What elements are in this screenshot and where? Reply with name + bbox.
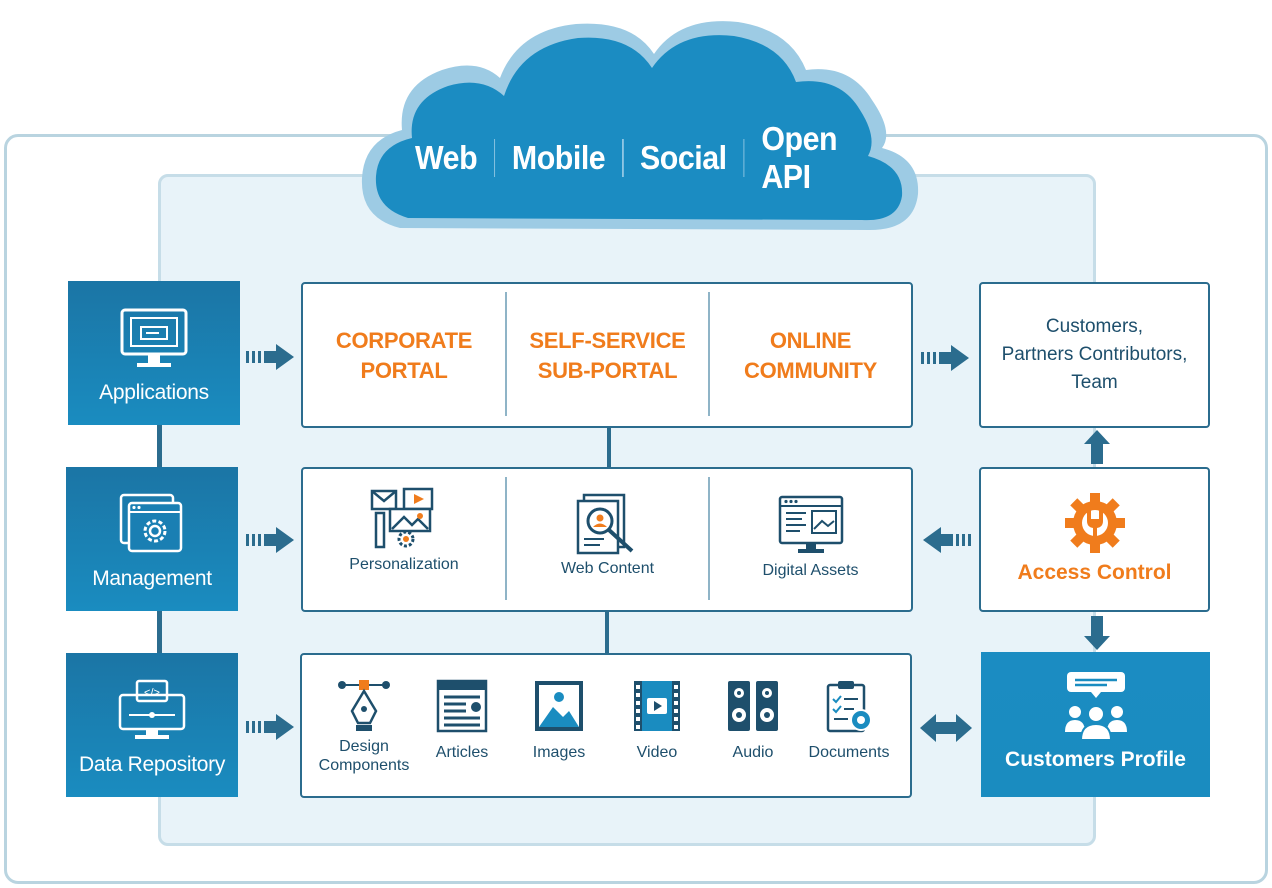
design-components-line2: Components — [318, 757, 410, 774]
svg-text:</>: </> — [144, 687, 160, 699]
digital-assets-icon — [778, 495, 843, 553]
settings-window-icon — [119, 493, 183, 553]
speakers-icon — [728, 681, 778, 731]
monitor-icon — [120, 308, 188, 367]
applications-box: Applications — [68, 281, 240, 425]
documents-icon — [826, 681, 872, 733]
customers-group-icon — [1064, 672, 1127, 741]
data-repository-box: </> Data Repository — [66, 653, 238, 797]
cloud-separator — [743, 139, 745, 177]
management-panel: Personalization Web Content — [301, 467, 913, 612]
article-icon — [436, 679, 488, 733]
self-service-line1: SELF-SERVICE — [529, 328, 686, 353]
web-content-item: Web Content — [507, 493, 708, 593]
corporate-portal-line1: CORPORATE — [335, 328, 473, 353]
cloud-label-mobile: Mobile — [511, 139, 606, 176]
design-components-item: Design Components — [316, 677, 412, 787]
access-control-label: Access Control — [1017, 561, 1172, 584]
cloud-channels: Web Mobile Social Open API — [415, 120, 875, 195]
arrow-up-to-audience — [1084, 430, 1110, 464]
arrow-down-to-profile — [1084, 616, 1110, 650]
images-item: Images — [512, 679, 606, 779]
management-box: Management — [66, 467, 238, 611]
online-community-line1: ONLINE — [769, 328, 852, 353]
documents-item: Documents — [800, 679, 898, 779]
digital-assets-item: Digital Assets — [710, 495, 911, 595]
cloud-label-open-api: Open API — [761, 120, 838, 195]
images-label: Images — [532, 744, 586, 761]
divider — [708, 292, 710, 416]
articles-label: Articles — [435, 744, 489, 761]
cloud-label-social: Social — [639, 139, 727, 176]
audience-box: Customers, Partners Contributors, Team — [979, 282, 1210, 428]
arrow-from-access-control — [923, 527, 971, 553]
divider — [708, 477, 710, 600]
image-icon — [535, 681, 583, 731]
corporate-portal-line2: PORTAL — [360, 358, 448, 383]
arrow-management — [246, 527, 294, 553]
gear-wrench-icon — [1064, 493, 1125, 553]
cloud-shape — [361, 21, 919, 230]
code-network-icon: </> — [118, 679, 186, 739]
video-label: Video — [636, 744, 678, 761]
arrow-to-audience — [921, 345, 969, 371]
personalization-icon — [370, 487, 434, 549]
personalization-label: Personalization — [349, 556, 459, 573]
audience-line2: Partners Contributors, — [1001, 344, 1188, 365]
personalization-item: Personalization — [303, 487, 505, 587]
cloud-separator — [621, 139, 624, 177]
documents-label: Documents — [808, 744, 890, 761]
divider — [505, 292, 507, 416]
data-repository-label: Data Repository — [78, 753, 226, 776]
digital-assets-label: Digital Assets — [762, 562, 859, 579]
arrow-data-repository — [246, 714, 294, 740]
data-panel: Design Components Articles Images — [300, 653, 912, 798]
self-service-line2: SUB-PORTAL — [537, 358, 678, 383]
web-content-label: Web Content — [560, 560, 655, 577]
articles-item: Articles — [416, 679, 508, 779]
online-community: ONLINE COMMUNITY — [710, 284, 911, 428]
audio-label: Audio — [732, 744, 774, 761]
center-connector-bottom — [605, 611, 609, 654]
portals-panel: CORPORATE PORTAL SELF-SERVICE SUB-PORTAL… — [301, 282, 913, 428]
customers-profile-label: Customers Profile — [1005, 748, 1186, 771]
audience-line1: Customers, — [1045, 316, 1144, 337]
arrow-applications — [246, 344, 294, 370]
online-community-line2: COMMUNITY — [744, 358, 877, 383]
audience-line3: Team — [1071, 372, 1118, 393]
applications-label: Applications — [99, 381, 209, 404]
center-connector-top — [607, 426, 611, 468]
audio-item: Audio — [706, 679, 800, 779]
web-content-icon — [576, 493, 633, 555]
arrow-double-data-profile — [920, 714, 972, 742]
corporate-portal: CORPORATE PORTAL — [303, 284, 505, 428]
access-control-box: Access Control — [979, 467, 1210, 612]
customers-profile-box: Customers Profile — [981, 652, 1210, 797]
video-icon — [634, 681, 680, 731]
cloud-separator — [493, 139, 496, 177]
divider — [505, 477, 507, 600]
management-label: Management — [92, 567, 212, 590]
cloud-label-web: Web — [415, 139, 478, 176]
pen-tool-icon — [338, 680, 390, 731]
video-item: Video — [610, 679, 704, 779]
self-service-sub-portal: SELF-SERVICE SUB-PORTAL — [507, 284, 708, 428]
design-components-line1: Design — [339, 738, 389, 755]
